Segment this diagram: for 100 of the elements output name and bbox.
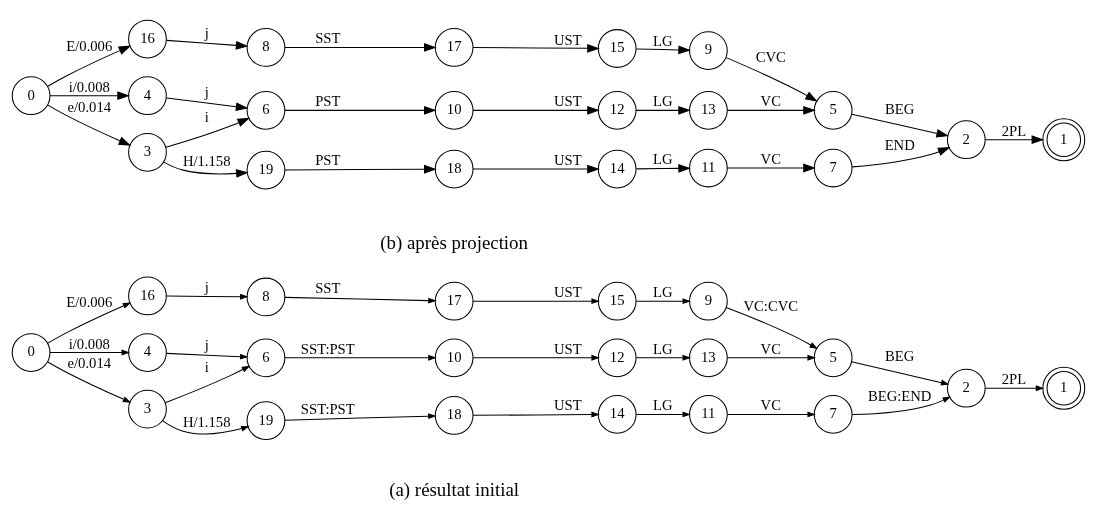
- edge-label: i: [204, 108, 209, 125]
- node-circle: 6: [246, 337, 286, 377]
- arrow: [726, 354, 816, 361]
- arrow: [165, 117, 250, 148]
- arrow: [635, 105, 691, 115]
- node-circle: 18: [434, 149, 474, 188]
- edge-label: SST:PST: [300, 400, 355, 417]
- edge-label: BEG: [885, 100, 915, 117]
- arrow: [635, 163, 691, 173]
- node-circle: 17: [434, 281, 474, 321]
- node-circle: 6: [246, 90, 286, 130]
- arrow: [472, 411, 600, 417]
- arrow: [472, 43, 600, 53]
- edge-label: VC:CVC: [743, 297, 799, 314]
- edge-label: CVC: [755, 48, 786, 65]
- arrow: [164, 365, 251, 403]
- node-circle: 3: [128, 132, 167, 172]
- arrow: [635, 354, 691, 361]
- arrow: [284, 164, 437, 174]
- node-circle: 2: [946, 119, 986, 159]
- node-circle: 18: [434, 395, 474, 435]
- edge-label: LG: [653, 92, 673, 109]
- arrow: [984, 134, 1045, 144]
- arrow: [47, 104, 132, 146]
- node-circle: 12: [597, 90, 637, 130]
- node-circle: 15: [597, 28, 637, 68]
- node-circle: 14: [597, 149, 637, 188]
- arrow: [166, 293, 249, 300]
- edge-label: e/0.014: [67, 98, 112, 115]
- node-circle: 5: [813, 90, 853, 130]
- edge-label: PST: [315, 151, 341, 168]
- arrow: [635, 410, 691, 417]
- edge-label: SST: [315, 279, 341, 296]
- arrow: [725, 306, 818, 349]
- arrow: [984, 384, 1045, 391]
- node-circle: 14: [597, 394, 637, 434]
- edge-label: UST: [554, 151, 582, 168]
- arrow: [472, 297, 600, 304]
- node-circle: 15: [597, 281, 637, 321]
- edge-label: H/1.158: [182, 413, 231, 430]
- arrow: [851, 146, 951, 167]
- edge-label: UST: [554, 92, 582, 109]
- node-circle: 17: [434, 27, 474, 67]
- node-circle: 0: [11, 75, 51, 115]
- edge-label: LG: [653, 340, 673, 357]
- node-circle: 7: [813, 394, 853, 434]
- node-circle: 10: [434, 337, 474, 377]
- node-circle: 11: [689, 148, 728, 187]
- arrow: [472, 164, 600, 173]
- arrow: [47, 301, 132, 344]
- edge-label: LG: [653, 396, 673, 413]
- arrow: [725, 56, 818, 102]
- edge-label: e/0.014: [67, 354, 112, 371]
- node-circle: 9: [689, 281, 728, 321]
- edge-label: UST: [554, 283, 582, 300]
- edge-label: j: [204, 336, 209, 353]
- arrow: [851, 360, 950, 385]
- node-circle: 5: [813, 337, 853, 377]
- arrow: [472, 105, 600, 115]
- node-circle: 1: [1042, 117, 1086, 161]
- edge-label: LG: [653, 32, 673, 49]
- edge-label: LG: [653, 150, 673, 167]
- node-circle: 4: [128, 332, 167, 372]
- edge-label: VC: [760, 92, 781, 109]
- arrow: [472, 354, 600, 361]
- arrow: [284, 354, 437, 361]
- arrow: [635, 297, 691, 304]
- arrow: [284, 105, 437, 115]
- node-circle: 13: [689, 337, 728, 377]
- edge-label: VC: [760, 150, 781, 167]
- edge-label: H/1.158: [182, 152, 231, 169]
- node-circle: 19: [246, 400, 286, 440]
- arrow: [851, 113, 949, 138]
- edge-label: j: [204, 278, 209, 295]
- node-circle: 11: [689, 394, 728, 434]
- edge-label: E/0.006: [66, 37, 113, 54]
- arrow: [166, 352, 249, 360]
- edge-label: 2PL: [1001, 370, 1027, 387]
- arrow: [284, 42, 437, 52]
- arrow: [284, 296, 437, 304]
- node-circle: 12: [597, 337, 637, 377]
- node-circle: 16: [128, 276, 167, 315]
- edge-label: VC: [760, 340, 781, 357]
- arrow: [162, 419, 250, 435]
- node-circle: 3: [128, 389, 167, 429]
- node-circle: 10: [434, 90, 474, 130]
- node-circle: 4: [128, 75, 167, 115]
- node-circle: 13: [689, 90, 728, 130]
- edge-label: i/0.008: [68, 78, 110, 95]
- edge-label: BEG:END: [867, 387, 932, 404]
- edge-label: 2PL: [1001, 122, 1027, 139]
- edge-label: SST: [315, 29, 341, 46]
- arrow: [49, 349, 130, 355]
- label: (a) résultat initial: [389, 478, 520, 500]
- edge-label: LG: [653, 283, 673, 300]
- arrow: [163, 161, 249, 178]
- node-circle: 0: [11, 332, 51, 372]
- arrow: [726, 410, 816, 417]
- arrow: [47, 45, 132, 87]
- edge-label: UST: [554, 340, 582, 357]
